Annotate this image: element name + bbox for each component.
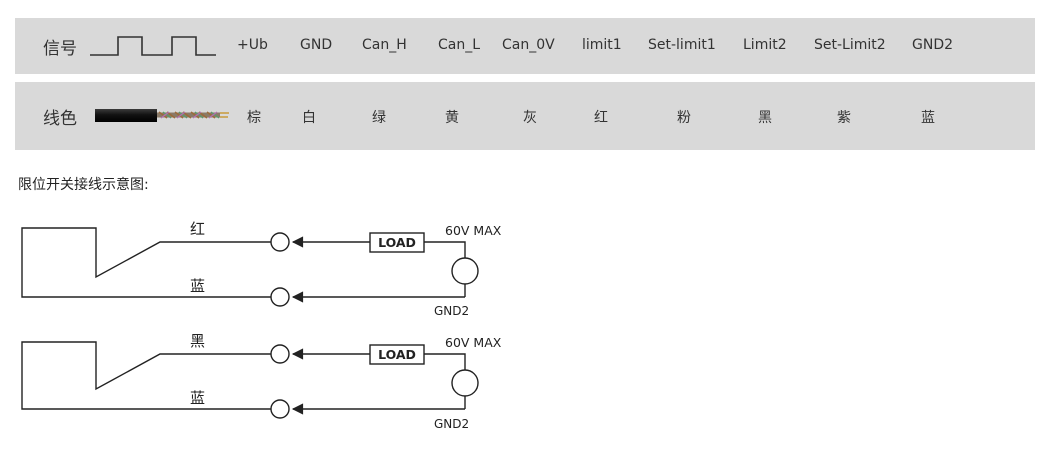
terminal-circle: [270, 232, 290, 252]
wire-color-label: 黑: [758, 110, 772, 126]
color-row: 线色 棕 白 绿 黄 灰 红 粉 黑 紫 蓝: [15, 82, 1035, 150]
wiring-circuit-2: [21, 341, 479, 419]
wire-color-label: 灰: [523, 110, 537, 126]
top-wire-label: 红: [190, 220, 205, 238]
signal-label: GND: [300, 37, 333, 53]
signal-label: GND2: [912, 37, 954, 53]
supply-wire: [424, 241, 466, 258]
top-wire-label: 黑: [190, 332, 205, 350]
signal-label: limit1: [582, 37, 622, 53]
wire-color-label: 紫: [837, 110, 851, 126]
signal-label: +Ub: [237, 37, 268, 53]
terminal-circle: [270, 344, 290, 364]
color-row-title: 线色: [43, 109, 77, 129]
supply-label: 60V MAX: [445, 335, 502, 350]
signal-label: Set-Limit2: [814, 37, 886, 53]
load-label: LOAD: [378, 347, 416, 362]
wire-color-label: 粉: [677, 110, 691, 126]
signal-label: Set-limit1: [648, 37, 716, 53]
signal-row: 信号 +Ub GND Can_H Can_L Can_0V limit1 Set…: [15, 18, 1035, 74]
switch-contact: [21, 341, 282, 410]
cable-icon: [95, 109, 229, 122]
switch-contact: [21, 227, 282, 298]
wire-color-label: 黄: [445, 110, 459, 126]
wire-color-label: 红: [594, 110, 608, 126]
wiring-circuit-1: [21, 227, 479, 307]
wire-color-label: 白: [302, 110, 316, 126]
power-source-circle: [451, 369, 479, 397]
signal-row-title: 信号: [43, 39, 77, 59]
wire-color-label: 绿: [372, 110, 386, 126]
supply-label: 60V MAX: [445, 223, 502, 238]
bottom-wire-label: 蓝: [190, 389, 205, 407]
wire-color-label: 棕: [247, 110, 261, 126]
terminal-circle: [270, 399, 290, 419]
signal-label: Can_H: [362, 37, 407, 53]
square-wave-icon: [90, 36, 216, 56]
ground-label: GND2: [434, 417, 469, 431]
ground-label: GND2: [434, 304, 469, 318]
supply-wire: [424, 353, 466, 370]
load-box: [369, 344, 425, 365]
diagram-caption: 限位开关接线示意图:: [18, 177, 149, 193]
load-label: LOAD: [378, 235, 416, 250]
power-source-circle: [451, 257, 479, 285]
bottom-wire-label: 蓝: [190, 277, 205, 295]
load-box: [369, 232, 425, 253]
signal-label: Limit2: [743, 37, 787, 53]
signal-label: Can_L: [438, 37, 481, 53]
wire-color-label: 蓝: [921, 110, 935, 126]
signal-label: Can_0V: [502, 37, 555, 53]
terminal-circle: [270, 287, 290, 307]
